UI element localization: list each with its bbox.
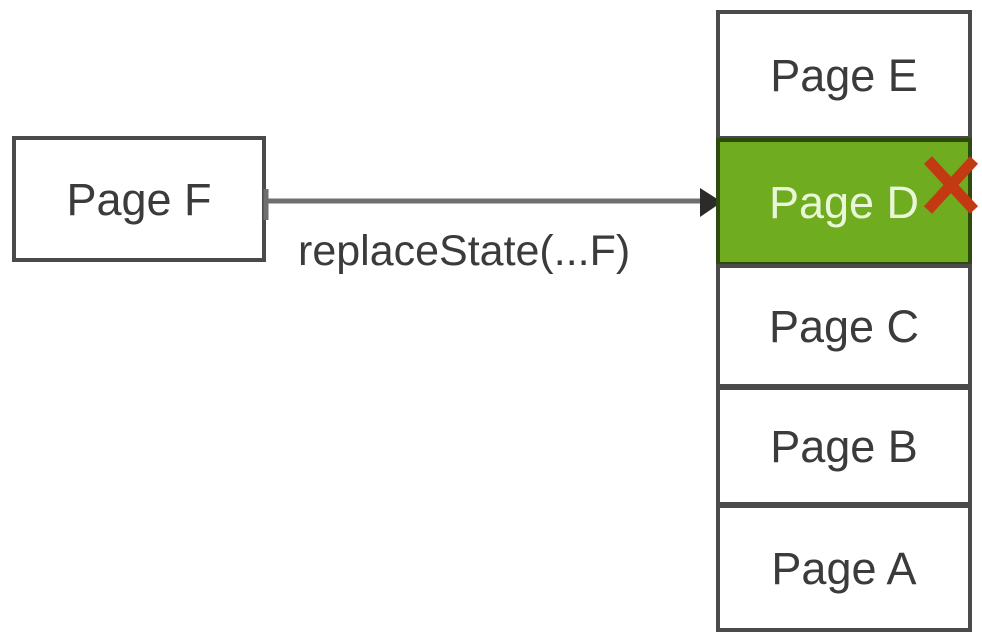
stack-row-page-b[interactable]: Page B xyxy=(716,386,972,506)
stack-row-label: Page B xyxy=(770,420,918,472)
stack-row-page-d[interactable]: Page D xyxy=(716,138,972,266)
source-node-label: Page F xyxy=(66,173,212,225)
stack-row-label: Page C xyxy=(768,300,920,352)
stack-row-page-a[interactable]: Page A xyxy=(716,504,972,632)
history-stack: Page E Page D Page C Page B Page A xyxy=(716,10,972,632)
stack-row-page-e[interactable]: Page E xyxy=(716,10,972,140)
replace-state-arrow xyxy=(263,188,722,220)
stack-row-page-c[interactable]: Page C xyxy=(716,264,972,388)
source-node-page-f[interactable]: Page F xyxy=(12,136,266,262)
stack-row-label: Page E xyxy=(770,49,918,101)
transition-label: replaceState(...F) xyxy=(298,227,631,275)
stack-row-label: Page D xyxy=(768,176,920,228)
stack-row-label: Page A xyxy=(771,542,917,594)
